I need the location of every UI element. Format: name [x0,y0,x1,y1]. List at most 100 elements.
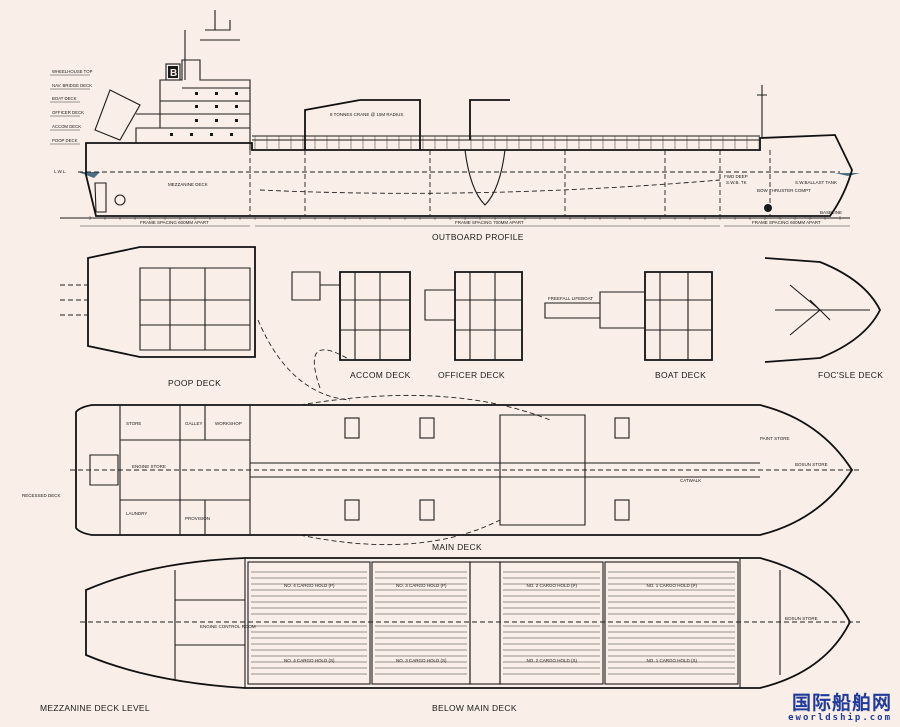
mezzanine-label: MEZZANINE DECK [168,182,208,187]
room-label: GALLEY [185,421,203,426]
water-line-fwd [835,173,860,176]
officer-deck-plan [454,271,523,361]
window [235,92,238,95]
outboard-profile: WHEELHOUSE TOP NAV. BRIDGE DECK BOAT DEC… [50,10,860,242]
hatch-cover [344,499,360,521]
propeller [114,194,126,206]
superstructure [135,59,251,150]
window [235,105,238,108]
lwl-label: L.W.L. [54,169,66,174]
deck-level-label: OFFICER DECK [52,110,84,115]
outboard-profile-title: OUTBOARD PROFILE [432,232,524,242]
accom-deck-rooms [291,271,410,360]
crane-fwd [469,99,510,140]
crane [304,99,421,150]
deck-level-label: ACCOM DECK [52,124,81,129]
water-line-aft [78,172,100,178]
deck-level-label: POOP DECK [52,138,78,143]
hold-label-stbd: NO. 1 CARGO HOLD (S) [647,658,698,663]
hold-label-stbd: NO. 3 CARGO HOLD (S) [396,658,447,663]
engine-room-bulkheads [174,558,246,688]
mast-aft [184,10,240,80]
deck-level-label: BOAT DECK [52,96,77,101]
window [215,105,218,108]
deck-arcs [257,319,351,401]
hold-label-port: NO. 1 CARGO HOLD (P) [647,583,698,588]
windows [170,92,238,136]
cargo-hold [499,561,604,685]
window [195,105,198,108]
hold-label-port: NO. 4 CARGO HOLD (P) [284,583,335,588]
hull-outline [85,134,853,217]
cargo-hold [604,561,739,685]
deck-lines [136,87,250,129]
window [230,133,233,136]
freefall-label: FREEFALL LIFEBOAT [548,296,593,301]
recessed-deck-label: RECESSED DECK [22,493,61,498]
window [190,133,193,136]
funnel-mark [168,66,178,78]
catwalk [250,462,760,478]
ballast-label: S.W.BALLAST TANK [795,180,837,185]
accom-deck-title: ACCOM DECK [350,370,411,380]
bow-thruster-label: BOW THRUSTER COMPT [757,188,811,193]
fwd-deep-sub: S.W.B. TK [726,180,747,185]
deck-level-label: NAV. BRIDGE DECK [52,83,92,88]
bow-thruster [764,204,772,212]
officer-deck-title: OFFICER DECK [438,370,505,380]
crane-pedestal-area [499,414,586,526]
crane-label: 8 TONNES CRANE @ 15M RADIUS [330,112,403,117]
room-label: BOSUN STORE [795,462,828,467]
pump-room [469,561,501,685]
below-main-deck-plan: ENGINE CONTROL ROOM NO. 4 CARGO HOLD (P)… [40,557,860,713]
hold-label-port: NO. 2 CARGO HOLD (P) [527,583,578,588]
focsle-deck-title: FOC'SLE DECK [818,370,883,380]
main-deck-outline [75,404,854,536]
window [215,119,218,122]
poop-deck-plan [87,246,256,358]
fwd-deep-label: FWD DEEP [724,174,748,179]
room-label: WORKSHOP [215,421,242,426]
window [170,133,173,136]
mezzanine-deck-title: MEZZANINE DECK LEVEL [40,703,150,713]
aft-rooms [119,405,251,535]
accom-deck-plan [339,271,411,361]
frame-spacing-aft: FRAME SPACING 600MM APART [140,220,209,225]
window [215,92,218,95]
mast-fwd [757,85,767,138]
hold-label-stbd: NO. 2 CARGO HOLD (S) [527,658,578,663]
room-label: STORE [126,421,141,426]
hatch-cover [419,417,435,439]
below-main-deck-title: BELOW MAIN DECK [432,703,517,713]
bulkheads [249,150,771,216]
hatch-cover [614,417,630,439]
bow-store-label: BOSUN STORE [785,616,818,621]
main-deck-title: MAIN DECK [432,542,482,552]
focsle-equipment [775,284,870,336]
funnel-letter: B [170,68,177,79]
hatch-covers [344,417,630,521]
deck-plans: POOP DECK ACCOM DECK OFFICER DECK FREEFA… [60,246,883,401]
tank-top [259,179,721,194]
frame-spacing-mid: FRAME SPACING 700MM APART [455,220,524,225]
rudder [94,182,107,213]
baseline-label: BASELINE [820,210,842,215]
cargo-holds: NO. 4 CARGO HOLD (P)NO. 4 CARGO HOLD (S)… [247,561,739,685]
below-deck-outline [85,557,852,689]
davit-lifeboat [94,89,141,141]
window [210,133,213,136]
room-label: PROVISION [185,516,210,521]
main-deck-plan: RECESSED DECK STORE ENGINE STORE LAUNDRY… [22,394,860,552]
deck-level-label: WHEELHOUSE TOP [52,69,93,74]
window [195,92,198,95]
room-label: ENGINE STORE [132,464,166,469]
room-label: PAINT STORE [760,436,790,441]
hatch-cover [344,417,360,439]
deck-level-labels: WHEELHOUSE TOP NAV. BRIDGE DECK BOAT DEC… [50,69,93,174]
poop-deck-title: POOP DECK [168,378,221,388]
funnel [165,63,181,81]
boat-deck-title: BOAT DECK [655,370,706,380]
cargo-hold [247,561,371,685]
frame-ticks [89,216,841,220]
